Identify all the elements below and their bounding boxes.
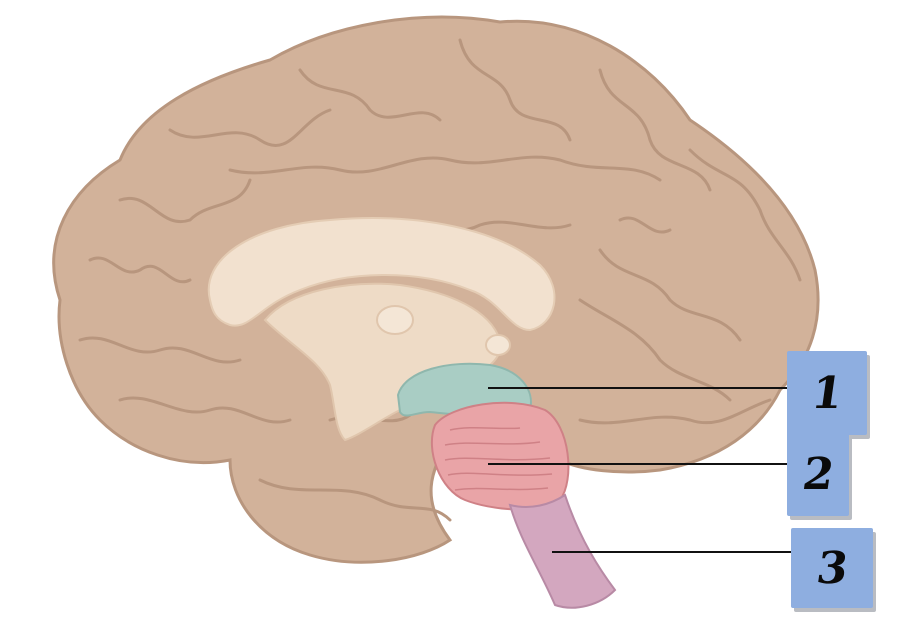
label-box-3[interactable]: 3 [791,528,873,608]
label-box-1[interactable]: 1 [787,351,867,435]
pons-striations [444,426,553,491]
thalamus-nucleus [376,305,414,335]
label-1-text: 1 [808,367,846,419]
gyri-lines [78,38,802,522]
label-2-text: 2 [799,448,837,500]
cerebrum [52,15,820,564]
mammillary-body [485,334,511,356]
corpus-callosum [207,217,556,332]
label-3-text: 3 [813,542,851,594]
pons [430,401,570,511]
label-box-2[interactable]: 2 [787,432,849,516]
